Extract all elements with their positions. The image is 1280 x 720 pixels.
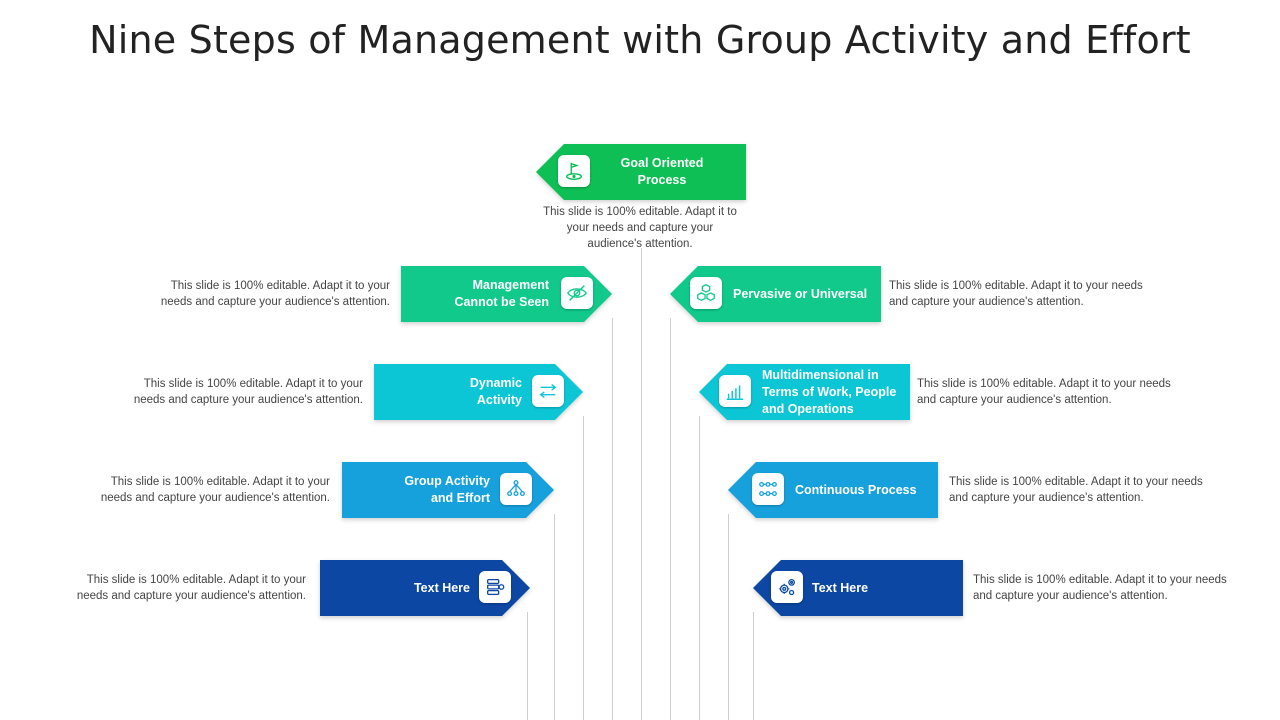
connector-line: [670, 318, 671, 720]
process-flow-icon: [752, 473, 784, 505]
database-icon: [479, 571, 511, 603]
connector-line: [753, 612, 754, 720]
connector-line: [527, 612, 528, 720]
connector-line: [728, 514, 729, 720]
step-description: This slide is 100% editable. Adapt it to…: [160, 280, 390, 308]
connector-line: [583, 416, 584, 720]
step-multidimensional: Multidimensional in Terms of Work, Peopl…: [699, 364, 910, 420]
step-management-cannot-be-seen: Management Cannot be Seen: [401, 266, 612, 322]
connector-line: [699, 416, 700, 720]
exchange-arrows-icon: [532, 375, 564, 407]
step-goal-oriented-process: Goal Oriented Process: [536, 144, 746, 200]
step-text-here-right: Text Here: [753, 560, 963, 616]
bar-chart-icon: [719, 375, 751, 407]
team-network-icon: [500, 473, 532, 505]
hidden-eye-icon: [561, 277, 593, 309]
slide-title: Nine Steps of Management with Group Acti…: [89, 18, 1191, 62]
step-continuous-process: Continuous Process: [728, 462, 938, 518]
step-description: This slide is 100% editable. Adapt it to…: [973, 574, 1227, 602]
step-description: This slide is 100% editable. Adapt it to…: [133, 378, 363, 406]
step-description: This slide is 100% editable. Adapt it to…: [949, 476, 1203, 504]
step-label: Dynamic Activity: [469, 376, 522, 407]
step-label: Goal Oriented Process: [620, 156, 704, 187]
step-label: Text Here: [413, 580, 470, 595]
step-pervasive-or-universal: Pervasive or Universal: [670, 266, 881, 322]
step-label: Management Cannot be Seen: [454, 278, 549, 309]
step-label: Multidimensional in Terms of Work, Peopl…: [762, 367, 897, 416]
step-description: This slide is 100% editable. Adapt it to…: [100, 476, 330, 504]
step-label: Pervasive or Universal: [733, 286, 868, 301]
step-dynamic-activity: Dynamic Activity: [374, 364, 583, 420]
cubes-icon: [690, 277, 722, 309]
golf-flag-icon: [558, 155, 590, 187]
step-description: This slide is 100% editable. Adapt it to…: [889, 280, 1143, 308]
connector-line: [641, 248, 642, 720]
step-text-here-left: Text Here: [320, 560, 530, 616]
step-label: Group Activity and Effort: [404, 474, 490, 505]
step-description: This slide is 100% editable. Adapt it to…: [917, 378, 1171, 406]
step-label: Continuous Process: [795, 482, 917, 497]
connector-line: [554, 514, 555, 720]
step-label: Text Here: [812, 580, 869, 595]
gears-icon: [771, 571, 803, 603]
connector-line: [612, 318, 613, 720]
step-description: This slide is 100% editable. Adapt it to…: [543, 206, 737, 250]
step-description: This slide is 100% editable. Adapt it to…: [76, 574, 306, 602]
step-group-activity-and-effort: Group Activity and Effort: [342, 462, 554, 518]
